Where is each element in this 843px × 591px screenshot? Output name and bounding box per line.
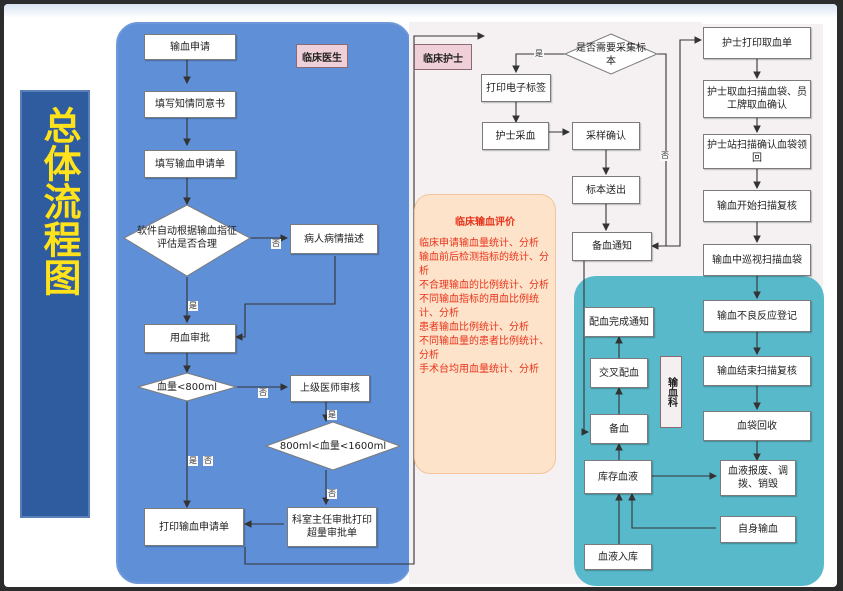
node-station-scan: 护士站扫描确认血袋领回 (703, 134, 811, 169)
title-banner: 总体流程图 (20, 90, 90, 518)
node-start-scan: 输血开始扫描复核 (703, 190, 811, 222)
node-sample-confirm: 采样确认 (572, 122, 640, 150)
evaluation-item: 患者输血比例统计、分析 (419, 322, 529, 333)
node-print-label: 打印电子标签 (481, 74, 551, 102)
evaluation-item: 手术台均用血量统计、分析 (419, 364, 539, 375)
node-blood-scrap: 血液报废、调拨、销毁 (720, 460, 796, 496)
node-patrol-scan: 输血中巡视扫描血袋 (703, 244, 811, 276)
node-match-done: 配血完成通知 (584, 307, 654, 337)
evaluation-item: 不同输血指标的用血比例统计、分析 (419, 294, 539, 319)
decision-1600ml: 800ml<血量<1600ml (279, 440, 387, 452)
label-no-1: 否 (271, 239, 281, 249)
node-blood-approval: 用血审批 (144, 324, 236, 353)
evaluation-title: 临床输血评价 (455, 217, 515, 228)
slide-canvas: 总体流程图 (4, 4, 837, 587)
role-tag-lab: 输血科 (660, 356, 682, 428)
connector-lines (122, 32, 761, 565)
node-blood-stock: 库存血液 (584, 460, 652, 494)
node-director-approval: 科室主任审批打印超量审批单 (287, 507, 377, 547)
evaluation-item: 不合理输血的比例统计、分析 (419, 280, 549, 291)
node-prepare-notify: 备血通知 (572, 232, 652, 261)
role-tag-nurse: 临床护士 (414, 44, 472, 70)
label-yes-2: 是 (327, 410, 337, 420)
node-consent-form: 填写知情同意书 (144, 91, 236, 118)
node-pickup-scan: 护士取血扫描血袋、员工牌取血确认 (703, 80, 811, 118)
label-yes-nurse: 是 (534, 49, 544, 59)
node-condition-description: 病人病情描述 (290, 224, 378, 254)
evaluation-item: 输血前后检测指标的统计、分析 (419, 252, 549, 277)
evaluation-panel: 临床输血评价 临床申请输血量统计、分析 输血前后检测指标的统计、分析 不合理输血… (414, 194, 556, 474)
node-application-form: 填写输血申请单 (144, 150, 236, 178)
top-gradient (4, 4, 837, 18)
node-bag-recycle: 血袋回收 (703, 411, 811, 441)
page-title: 总体流程图 (37, 106, 82, 296)
label-no-nurse: 否 (660, 151, 670, 161)
decision-indication: 软件自动根据输血指征评估是否合理 (137, 226, 237, 250)
node-sample-send: 标本送出 (572, 176, 640, 204)
node-autologous: 自身输血 (720, 516, 796, 543)
node-blood-apply: 输血申请 (144, 34, 236, 60)
label-no-3: 否 (203, 456, 213, 466)
node-reaction-log: 输血不良反应登记 (703, 300, 811, 332)
label-yes-3: 是 (188, 456, 198, 466)
label-no-2: 否 (258, 388, 268, 398)
node-nurse-collect: 护士采血 (482, 122, 549, 150)
evaluation-item: 临床申请输血量统计、分析 (419, 238, 539, 249)
evaluation-item: 不同输血量的患者比例统计、分析 (419, 336, 549, 361)
role-tag-doctor: 临床医生 (296, 44, 348, 68)
node-print-application: 打印输血申请单 (144, 508, 244, 546)
label-no-4: 否 (327, 489, 337, 499)
decision-specimen: 是否需要采集标本 (576, 43, 646, 67)
evaluation-list: 临床申请输血量统计、分析 输血前后检测指标的统计、分析 不合理输血的比例统计、分… (419, 237, 555, 377)
node-end-scan: 输血结束扫描复核 (703, 356, 811, 386)
node-senior-review: 上级医师审核 (290, 375, 370, 402)
node-print-pickup: 护士打印取血单 (703, 27, 811, 59)
node-crossmatch: 交叉配血 (590, 358, 648, 388)
label-yes-1: 是 (188, 301, 198, 311)
decision-800ml: 血量<800ml (157, 381, 217, 393)
node-blood-inbound: 血液入库 (584, 544, 652, 570)
node-prepare-blood: 备血 (590, 414, 648, 444)
